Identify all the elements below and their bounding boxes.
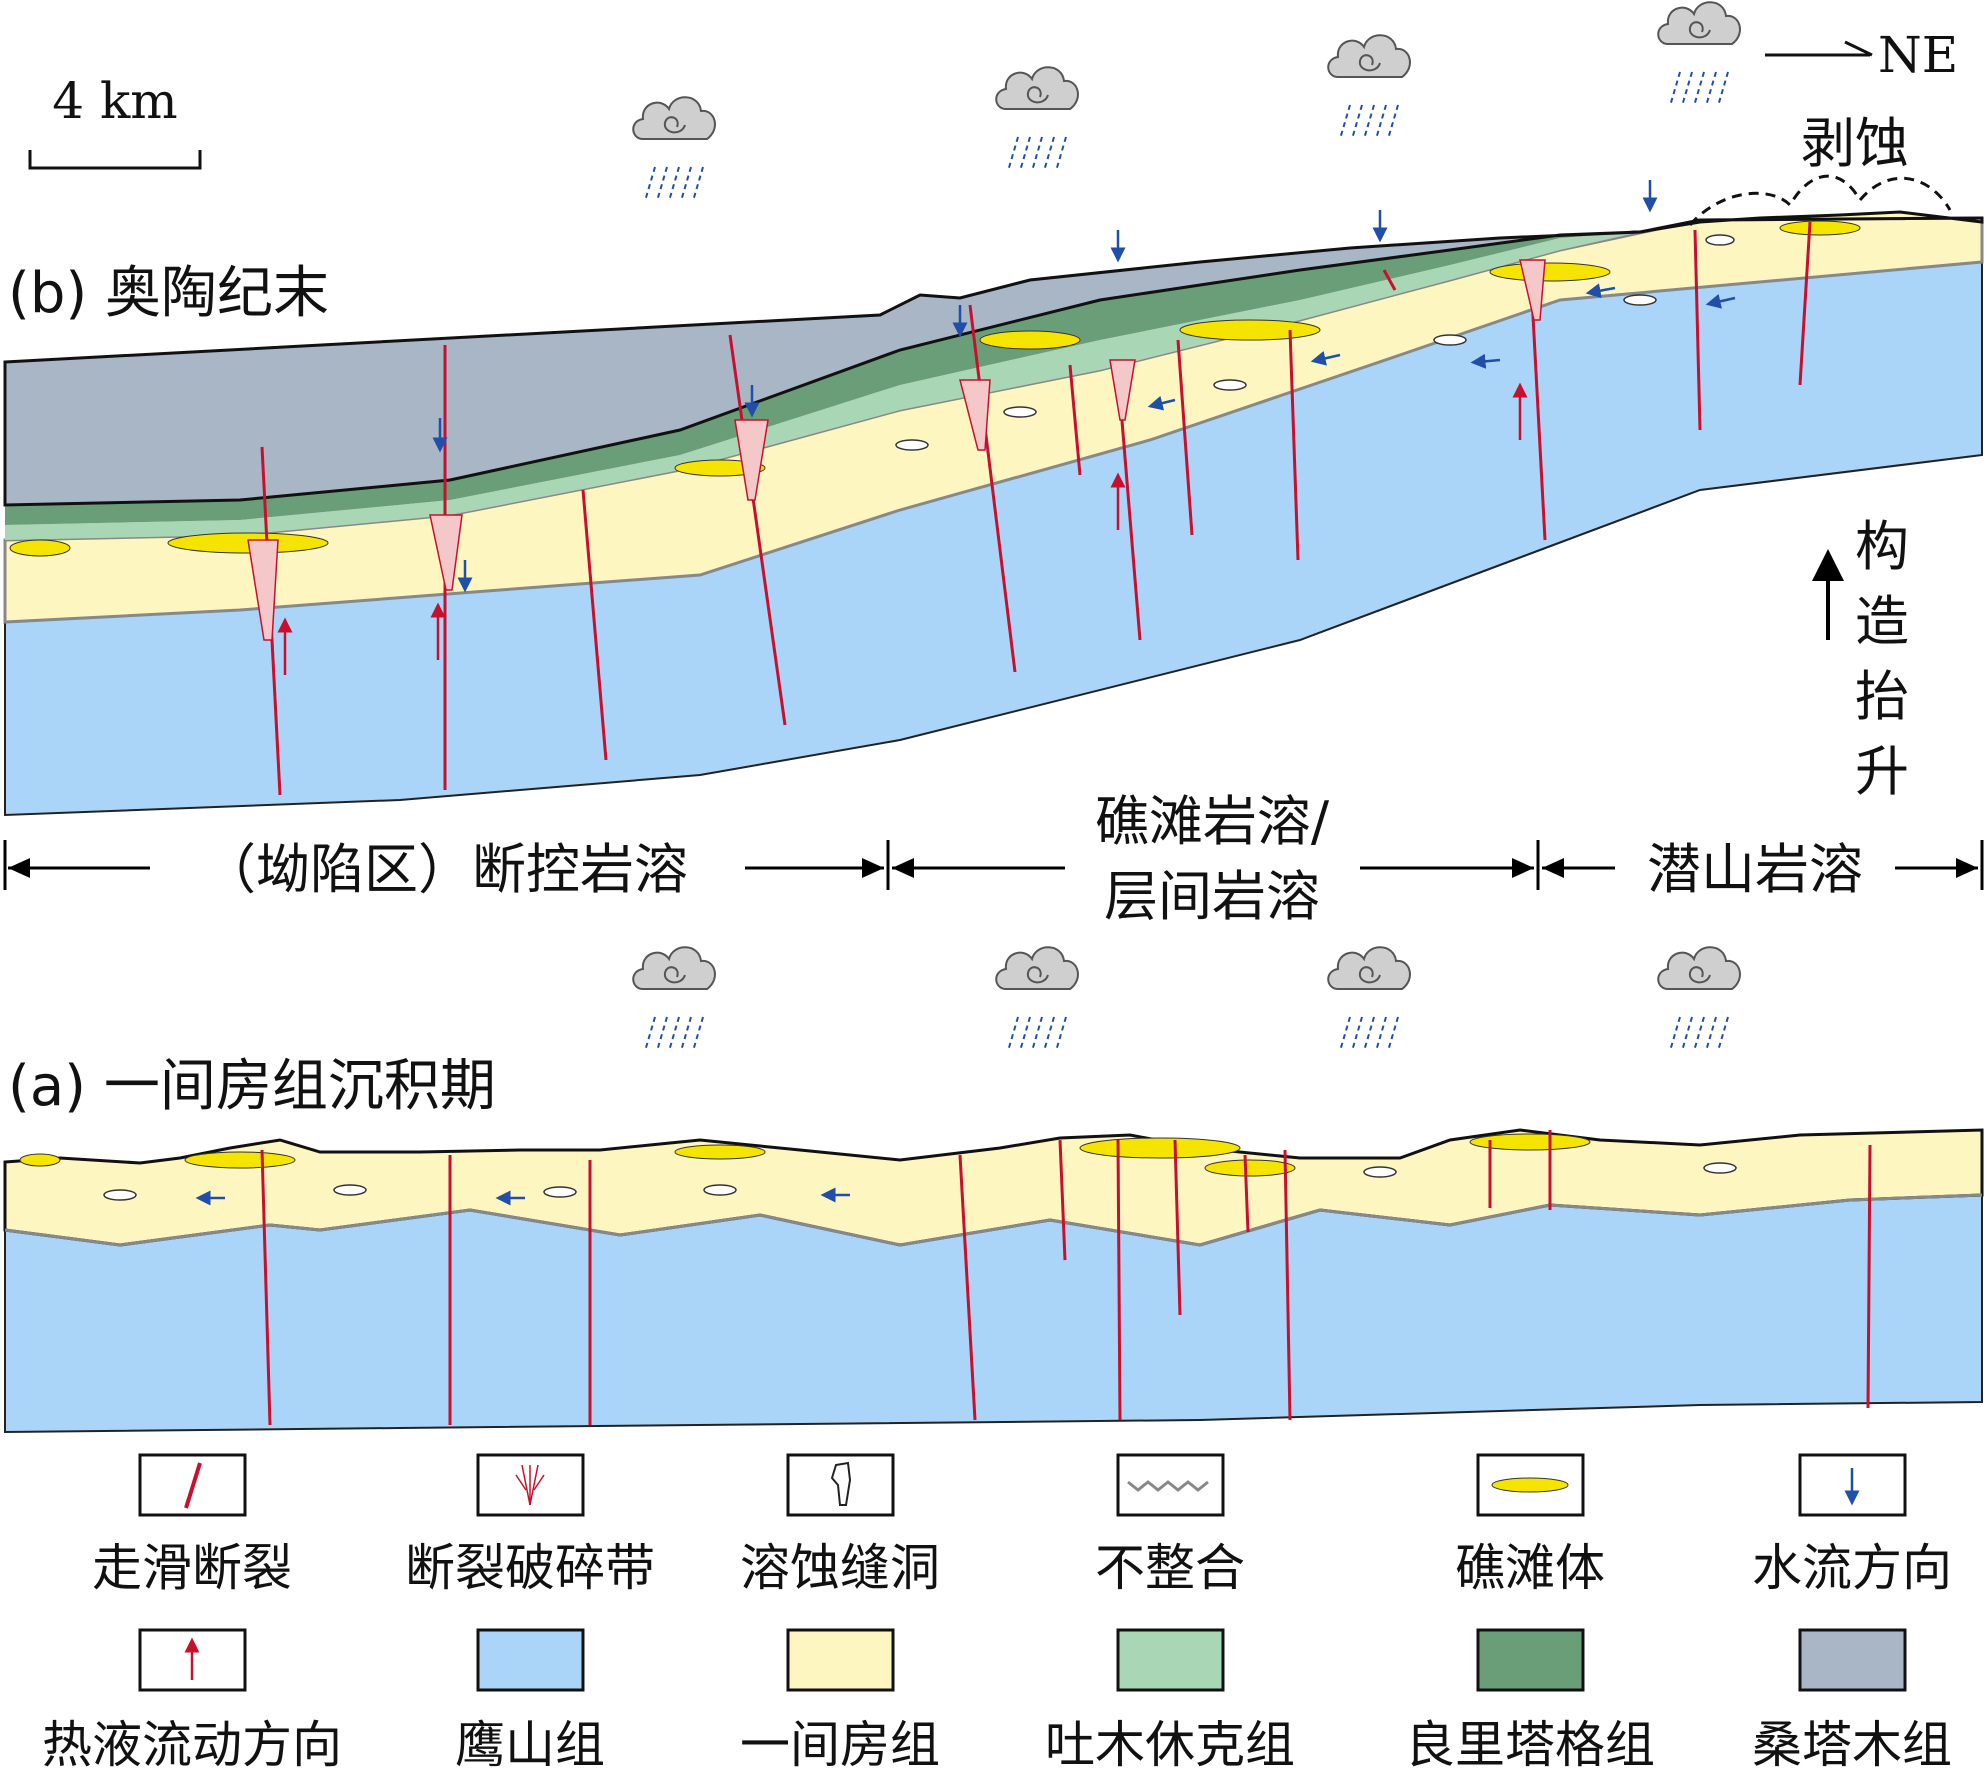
legend-label: 不整合 xyxy=(1095,1539,1245,1597)
zone-1-label: （坳陷区）断控岩溶 xyxy=(202,838,688,901)
cloud-icon xyxy=(1657,1,1741,107)
cloud-icon xyxy=(1327,34,1411,140)
uplift-char-1: 构 xyxy=(1855,515,1909,578)
cloud-icon xyxy=(995,66,1079,172)
ne-arrow: NE xyxy=(1765,26,1958,84)
panel-b-section xyxy=(3,174,1984,817)
scale-bar: 4 km xyxy=(28,72,202,170)
legend-item-reef-shoal: 礁滩体 xyxy=(1455,1453,1605,1597)
legend-item-fault: 走滑断裂 xyxy=(92,1453,292,1597)
cloud-icon xyxy=(1327,946,1411,1052)
legend-label: 热液流动方向 xyxy=(42,1716,342,1774)
panel-a-title: (a) 一间房组沉积期 xyxy=(8,1054,496,1119)
legend-item-yijianfang: 一间房组 xyxy=(740,1628,940,1774)
cloud-icon xyxy=(995,946,1079,1052)
legend-label: 鹰山组 xyxy=(455,1716,605,1774)
yijianfang-outcrop-b xyxy=(1639,210,1984,234)
zone-2-label-line2: 层间岩溶 xyxy=(1104,865,1320,928)
water-flow-arrows-b xyxy=(432,180,1736,593)
legend-label: 水流方向 xyxy=(1752,1539,1952,1597)
legend-item-tumuxiuke: 吐木休克组 xyxy=(1045,1628,1295,1774)
panel-b-title: (b) 奥陶纪末 xyxy=(8,261,329,326)
scale-bar-label: 4 km xyxy=(52,72,177,130)
strike-slip-faults-a xyxy=(260,1130,1872,1426)
legend-label: 一间房组 xyxy=(740,1716,940,1774)
legend-item-sangtamu: 桑塔木组 xyxy=(1752,1628,1952,1774)
legend-label: 溶蚀缝洞 xyxy=(740,1539,940,1597)
legend-item-lianglitage: 良里塔格组 xyxy=(1405,1628,1655,1774)
legend-item-unconformity: 不整合 xyxy=(1095,1453,1245,1597)
legend-item-hydrothermal: 热液流动方向 xyxy=(42,1628,342,1774)
legend-item-fracture-zone: 断裂破碎带 xyxy=(405,1453,655,1597)
zone-3-label: 潜山岩溶 xyxy=(1647,838,1863,901)
cloud-icon xyxy=(632,946,716,1052)
legend-label: 走滑断裂 xyxy=(92,1539,292,1597)
unconformity-line-a xyxy=(4,1193,1983,1247)
cloud-icon xyxy=(1657,946,1741,1052)
legend: 走滑断裂 断裂破碎带 溶蚀缝洞 不整合 礁滩体 xyxy=(42,1453,1952,1774)
legend-label: 礁滩体 xyxy=(1455,1539,1605,1597)
reef-shoals-b xyxy=(9,220,1861,557)
cloud-icon xyxy=(632,96,716,202)
tectonic-uplift: 构 造 抬 升 xyxy=(1812,515,1909,803)
reef-shoals-a xyxy=(19,1133,1591,1177)
legend-item-dissolution-vug: 溶蚀缝洞 xyxy=(740,1453,940,1597)
ne-label: NE xyxy=(1878,26,1958,84)
legend-label: 桑塔木组 xyxy=(1752,1716,1952,1774)
zone-2-label-line1: 礁滩岩溶/ xyxy=(1095,790,1330,853)
fracture-zones-b xyxy=(247,259,1546,641)
uplift-char-3: 抬 xyxy=(1855,665,1909,728)
erosion-outline xyxy=(1688,174,1952,226)
legend-label: 良里塔格组 xyxy=(1405,1716,1655,1774)
dissolution-vugs-b xyxy=(895,234,1735,451)
hydrothermal-arrows-b xyxy=(277,382,1528,675)
uplift-char-4: 升 xyxy=(1855,740,1909,803)
legend-label: 吐木休克组 xyxy=(1045,1716,1295,1774)
zone-brackets xyxy=(3,840,1984,890)
legend-label: 断裂破碎带 xyxy=(405,1539,655,1597)
panel-a-section xyxy=(3,1128,1984,1434)
sangtamu-layer-b xyxy=(3,230,1641,507)
uplift-char-2: 造 xyxy=(1855,590,1909,653)
water-flow-arrows-a xyxy=(195,1187,850,1206)
legend-item-water-flow: 水流方向 xyxy=(1752,1453,1952,1597)
legend-item-yingshan: 鹰山组 xyxy=(455,1628,605,1774)
erosion-label: 剥蚀 xyxy=(1801,112,1909,175)
dissolution-vugs-a xyxy=(103,1162,1737,1201)
tumuxiuke-layer-b xyxy=(5,232,1640,540)
